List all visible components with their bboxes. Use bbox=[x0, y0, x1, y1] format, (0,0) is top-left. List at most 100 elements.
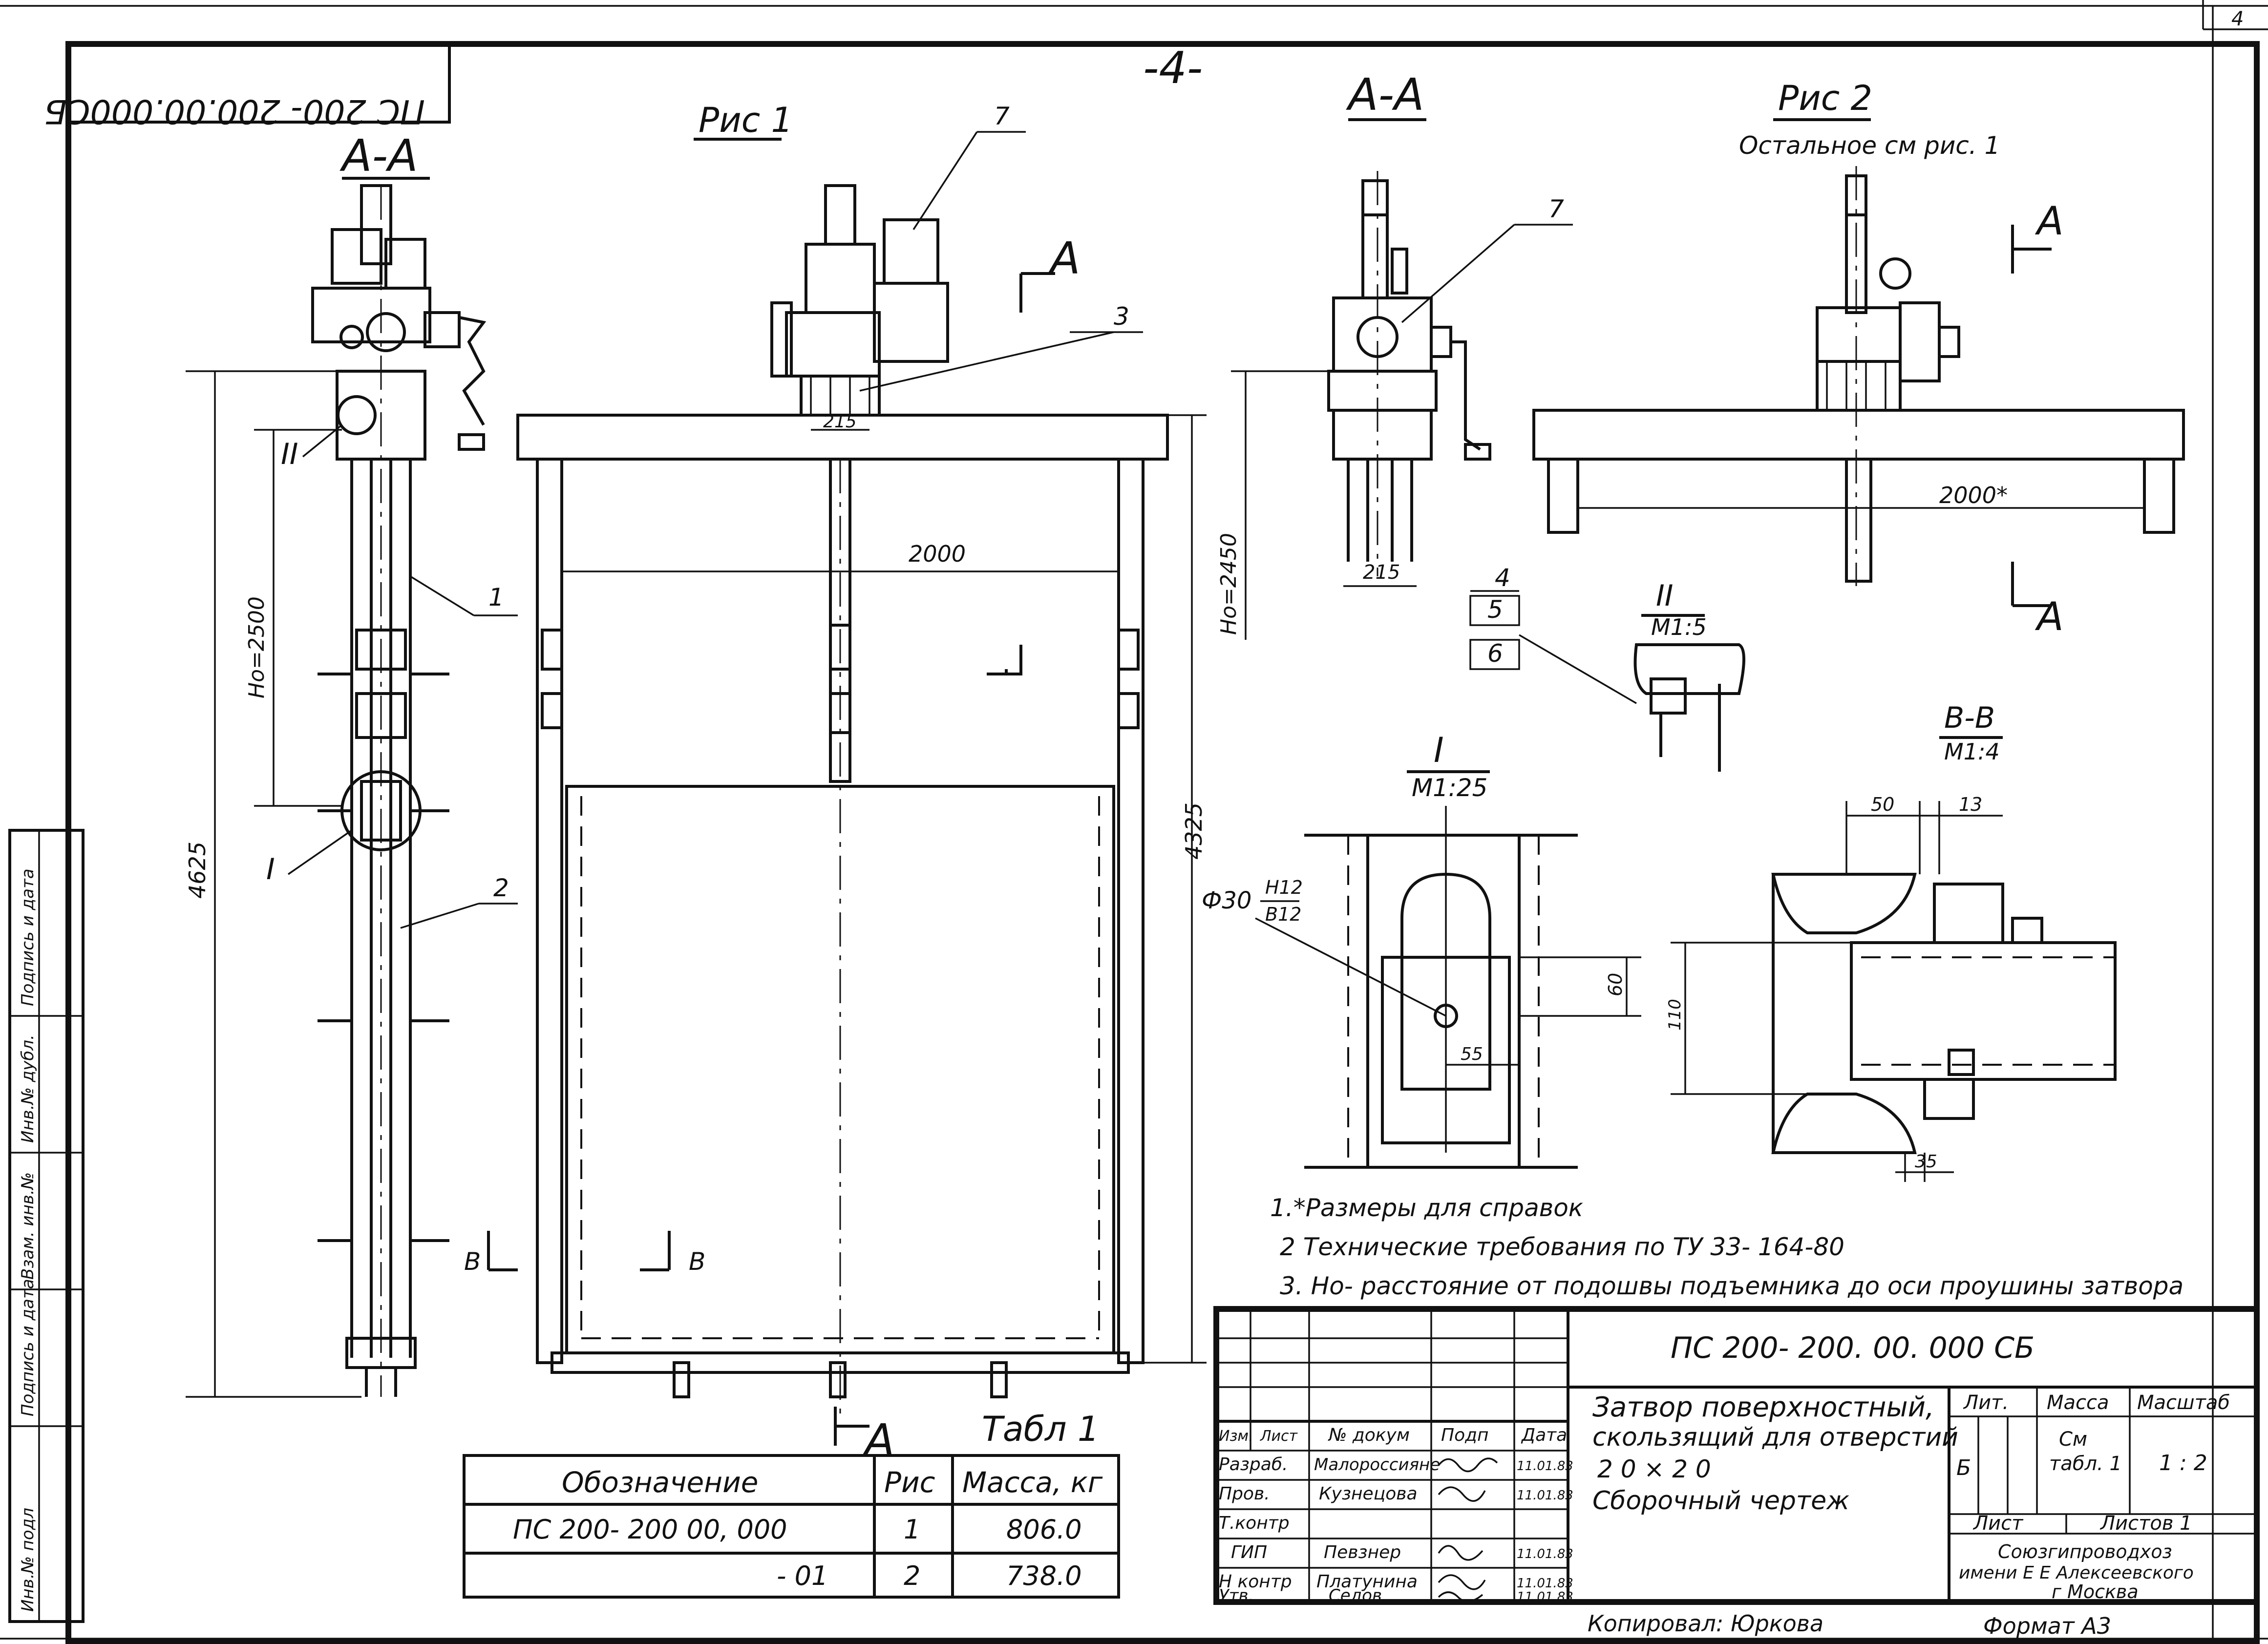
strip-label-2: Подпись и дата bbox=[18, 1279, 38, 1416]
dim-ho-2500: Hо=2500 bbox=[244, 596, 269, 698]
tb-name-4: Певзнер bbox=[1324, 1542, 1401, 1562]
detail-2-view: 4 5 6 II М1:5 bbox=[1469, 564, 1745, 772]
footer-copied-by: Копировал: Юркова bbox=[1588, 1610, 1823, 1637]
tb-org-line-1: Союзгипроводхоз bbox=[1998, 1541, 2172, 1562]
tb-role-4: ГИП bbox=[1231, 1542, 1267, 1562]
tb-date-5: 11.01.83 bbox=[1517, 1576, 1573, 1591]
left-section-title: А-А bbox=[339, 130, 418, 182]
tb-name-line-2: скользящий для отверстий bbox=[1592, 1423, 1958, 1452]
registration-strip: Инв.№ подл Подпись и дата Взам. инв.№ Ин… bbox=[8, 829, 85, 1623]
tb-header-sign: Подп bbox=[1441, 1425, 1489, 1445]
tb-header-sheet: Лист bbox=[1260, 1428, 1298, 1445]
figure-2-title: Рис 2 bbox=[1778, 78, 1872, 118]
dim-phi30-fit-bottom: В12 bbox=[1265, 904, 1301, 925]
tb-role-5: Н контр bbox=[1219, 1572, 1292, 1592]
table-1-header-designation: Обозначение bbox=[562, 1466, 758, 1499]
detail-1-scale: М1:25 bbox=[1412, 774, 1487, 802]
table-1-header-fig: Рис bbox=[884, 1466, 935, 1499]
tb-header-docnum: № докум bbox=[1328, 1425, 1410, 1445]
tb-lit-value: Б bbox=[1956, 1455, 1971, 1480]
tb-name-5: Платунина bbox=[1316, 1572, 1418, 1592]
detail-1-title: I bbox=[1434, 730, 1444, 770]
dim-35: 35 bbox=[1915, 1152, 1937, 1172]
left-section-view: А-А bbox=[184, 130, 518, 1398]
dim-phi30: Ф30 bbox=[1202, 887, 1251, 914]
table-1-header-mass: Масса, кг bbox=[962, 1466, 1103, 1499]
section-bb-view: В-В М1:4 50 13 110 35 bbox=[1665, 701, 2117, 1182]
section-bb-title: В-В bbox=[1944, 701, 1995, 735]
dim-2000-fig1: 2000 bbox=[909, 541, 966, 567]
dim-4625: 4625 bbox=[184, 842, 211, 899]
figure-2-subtitle: Остальное см рис. 1 bbox=[1739, 131, 2000, 160]
rotated-stamp-text: ПС 200- 200.00.000СБ bbox=[44, 92, 425, 130]
strip-label-1: Инв.№ подл bbox=[18, 1508, 38, 1612]
figure-1-title: Рис 1 bbox=[699, 100, 793, 140]
strip-label-4: Инв.№ дубл. bbox=[18, 1034, 38, 1143]
detail-2-scale: М1:5 bbox=[1651, 614, 1707, 640]
note-3: 3. Hо- расстояние от подошвы подъемника … bbox=[1280, 1272, 2183, 1300]
dim-60: 60 bbox=[1605, 973, 1626, 996]
middle-section-title: А-А bbox=[1346, 69, 1424, 121]
note-2: 2 Технические требования по ТУ 33- 164-8… bbox=[1280, 1233, 1844, 1261]
tb-header-change: Изм. bbox=[1219, 1428, 1253, 1445]
dim-110: 110 bbox=[1665, 999, 1685, 1031]
table-1-row-2-fig: 2 bbox=[904, 1560, 920, 1591]
dim-215-mid: 215 bbox=[1363, 561, 1400, 584]
sheet-mark: -4- bbox=[1143, 42, 1203, 94]
tb-mass-value-2: табл. 1 bbox=[2049, 1453, 2122, 1475]
table-1-title: Табл 1 bbox=[982, 1409, 1099, 1449]
roman-I-left: I bbox=[266, 852, 275, 886]
tb-lit-label: Лит. bbox=[1963, 1391, 2009, 1414]
dim-55: 55 bbox=[1461, 1044, 1483, 1064]
dim-4325: 4325 bbox=[1181, 802, 1207, 860]
callout-7-mid: 7 bbox=[1548, 195, 1564, 223]
rotated-stamp: ПС 200- 200.00.000СБ bbox=[44, 42, 451, 130]
section-mark-a-fig2-bottom: А bbox=[2035, 594, 2064, 639]
tb-date-2: 11.01.83 bbox=[1517, 1488, 1573, 1503]
tb-name-6: Седов bbox=[1329, 1586, 1382, 1605]
tb-role-3: Т.контр bbox=[1219, 1513, 1290, 1533]
figure-2-view: Рис 2 Остальное см рис. 1 2000* А А bbox=[1532, 78, 2185, 639]
detail-2-title: II bbox=[1656, 579, 1673, 613]
tb-name-line-1: Затвор поверхностный, bbox=[1592, 1391, 1934, 1423]
tb-org-line-2: имени Е Е Алексеевского bbox=[1959, 1563, 2194, 1583]
section-bb-scale: М1:4 bbox=[1944, 738, 2000, 765]
dim-2000-star: 2000* bbox=[1939, 482, 2008, 508]
tb-doc-type: Сборочный чертеж bbox=[1592, 1486, 1849, 1516]
table-1-row-1-mass: 806.0 bbox=[1006, 1514, 1082, 1545]
dim-13: 13 bbox=[1959, 794, 1982, 815]
tb-designation: ПС 200- 200. 00. 000 СБ bbox=[1671, 1331, 2035, 1365]
tb-sheets-label: Листов 1 bbox=[2099, 1512, 2192, 1535]
tb-role-1: Разраб. bbox=[1219, 1454, 1288, 1475]
page-number: 4 bbox=[2231, 8, 2244, 30]
dim-50: 50 bbox=[1871, 794, 1894, 815]
tb-name-1: Малороссияне bbox=[1314, 1455, 1440, 1475]
tb-scale-label: Масштаб bbox=[2137, 1391, 2230, 1414]
strip-label-5: Подпись и дата bbox=[18, 868, 38, 1006]
table-1: Табл 1 Обозначение Рис Масса, кг ПС 200-… bbox=[463, 1409, 1120, 1599]
callout-6: 6 bbox=[1487, 639, 1503, 668]
tb-role-6: Утв. bbox=[1219, 1586, 1253, 1605]
tb-org-line-3: г Москва bbox=[2052, 1581, 2139, 1602]
tb-name-2: Кузнецова bbox=[1319, 1484, 1418, 1504]
dim-ho-2450: Hо=2450 bbox=[1216, 533, 1241, 635]
tb-role-2: Пров. bbox=[1219, 1484, 1270, 1504]
callout-2: 2 bbox=[493, 874, 509, 902]
tb-date-4: 11.01.83 bbox=[1517, 1547, 1573, 1561]
tb-date-1: 11.01.83 bbox=[1517, 1459, 1573, 1474]
figure-1-view: Рис 1 215 7 3 А bbox=[464, 100, 1207, 1466]
title-block: Изм. Лист № докум Подп Дата Разраб. Мало… bbox=[1213, 1306, 2260, 1605]
callout-4: 4 bbox=[1495, 564, 1510, 592]
notes-block: 1.*Размеры для справок 2 Технические тре… bbox=[1270, 1194, 2183, 1300]
tb-header-date: Дата bbox=[1521, 1425, 1567, 1445]
section-mark-a-fig2-top: А bbox=[2035, 198, 2064, 244]
callout-7-fig1: 7 bbox=[994, 102, 1010, 130]
tb-sheet-label: Лист bbox=[1972, 1512, 2024, 1535]
tb-date-6: 11.01.83 bbox=[1517, 1590, 1573, 1604]
detail-1-view: I М1:25 Ф30 H12 В12 60 55 bbox=[1202, 730, 1641, 1169]
callout-1: 1 bbox=[488, 583, 504, 611]
section-mark-b-left: В bbox=[464, 1247, 481, 1276]
callout-3: 3 bbox=[1114, 302, 1129, 331]
table-1-row-1-fig: 1 bbox=[904, 1514, 920, 1545]
